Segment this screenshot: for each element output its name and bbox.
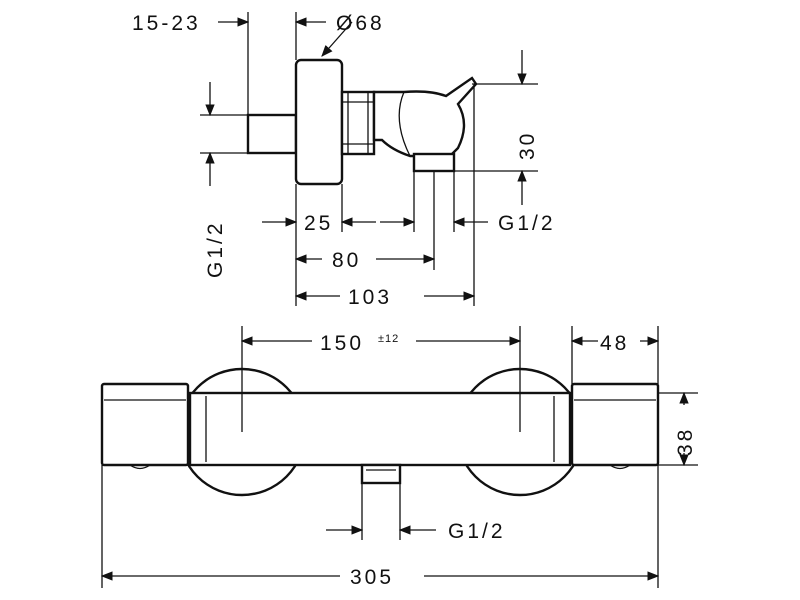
dim-150-tolerance: ±12 <box>378 333 399 345</box>
dim-25-label: 25 <box>304 212 333 235</box>
dim-48-label: 48 <box>600 332 629 355</box>
dim-38-label: 38 <box>674 427 697 456</box>
dim-diameter-label: Ø68 <box>336 12 385 35</box>
left-handle <box>100 382 190 467</box>
dim-150-label: 150 <box>320 332 364 355</box>
main-bar <box>188 391 572 467</box>
dim-g12-vertical-label: G1/2 <box>204 220 227 278</box>
bottom-outlet <box>360 463 402 485</box>
front-view: 150 ±12 48 38 G1/2 305 <box>100 326 698 589</box>
valve-body <box>372 76 478 158</box>
wall-connector <box>246 113 298 155</box>
outlet-fitting <box>412 152 456 173</box>
dim-103-label: 103 <box>348 286 392 309</box>
dim-305-label: 305 <box>350 566 394 589</box>
hex-nut <box>340 90 376 156</box>
dim-30-label: 30 <box>516 131 539 160</box>
escutcheon <box>294 58 344 186</box>
dim-80-label: 80 <box>332 249 361 272</box>
dim-g12-outlet-label: G1/2 <box>498 212 556 235</box>
dim-g12-bottom-label: G1/2 <box>448 520 506 543</box>
right-handle <box>570 382 660 467</box>
side-view: 15-23 Ø68 G1/2 30 25 G1/2 80 <box>132 12 556 309</box>
dim-15-23-label: 15-23 <box>132 12 201 35</box>
